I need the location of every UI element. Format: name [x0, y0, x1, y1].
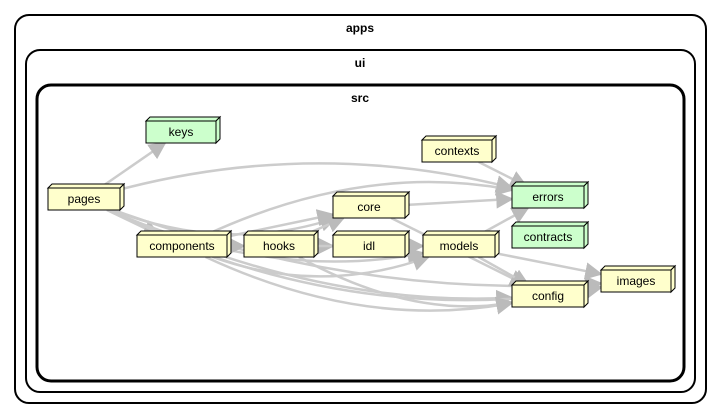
node-contexts-top-face [420, 135, 498, 141]
node-models-label: models [440, 239, 479, 253]
node-layer: keys contexts pages errors core components hoo… [46, 115, 677, 309]
node-core-side-face [404, 190, 410, 220]
node-pages[interactable]: pages [46, 182, 126, 212]
node-models-box [422, 234, 496, 258]
edge-components-to-core [226, 209, 335, 238]
node-models[interactable]: models [421, 229, 501, 259]
node-keys-top-face [144, 116, 222, 122]
node-errors[interactable]: errors [510, 180, 590, 210]
edge-components-to-errors [205, 178, 514, 237]
node-contracts-box [511, 225, 585, 249]
node-hooks-box [243, 234, 315, 258]
node-errors-label: errors [532, 190, 563, 204]
node-idl-top-face [331, 230, 411, 236]
node-keys[interactable]: keys [144, 115, 222, 145]
node-contexts-label: contexts [435, 144, 480, 158]
node-images-side-face [670, 264, 676, 294]
node-hooks-side-face [313, 229, 319, 259]
node-contexts[interactable]: contexts [420, 134, 498, 164]
node-contracts[interactable]: contracts [510, 220, 590, 250]
node-contracts-side-face [583, 220, 589, 250]
node-idl-side-face [404, 229, 410, 259]
node-components[interactable]: components [135, 229, 233, 259]
edge-components-to-config [205, 255, 514, 315]
edge-models-to-images [494, 251, 603, 280]
node-config-label: config [532, 289, 564, 303]
node-hooks-label: hooks [263, 239, 295, 253]
node-keys-label: keys [169, 125, 194, 139]
node-images-label: images [617, 274, 656, 288]
node-pages-side-face [119, 182, 125, 212]
node-hooks[interactable]: hooks [242, 229, 320, 259]
node-contexts-side-face [491, 134, 497, 164]
node-config-box [511, 284, 585, 308]
node-contexts-box [421, 139, 493, 163]
cluster-src-label: src [351, 91, 369, 105]
cluster-ui-label: ui [355, 56, 366, 70]
node-config[interactable]: config [510, 279, 590, 309]
node-contracts-label: contracts [524, 230, 573, 244]
node-errors-box [511, 185, 585, 209]
node-images-box [600, 269, 672, 293]
node-pages-top-face [46, 183, 126, 189]
node-core-label: core [357, 200, 381, 214]
node-images[interactable]: images [599, 264, 677, 294]
node-components-side-face [226, 229, 232, 259]
node-keys-box [145, 120, 217, 144]
node-models-top-face [421, 230, 501, 236]
node-keys-side-face [215, 115, 221, 145]
node-idl[interactable]: idl [331, 229, 411, 259]
edge-core-to-errors [404, 191, 514, 209]
node-components-top-face [135, 230, 233, 236]
node-core-box [332, 195, 406, 219]
node-pages-box [47, 187, 121, 211]
node-core[interactable]: core [331, 190, 411, 220]
cluster-apps-label: apps [346, 21, 374, 35]
node-idl-label: idl [363, 239, 375, 253]
node-contracts-top-face [510, 221, 590, 227]
node-errors-side-face [583, 180, 589, 210]
node-idl-box [332, 234, 406, 258]
node-core-top-face [331, 191, 411, 197]
node-hooks-top-face [242, 230, 320, 236]
node-models-side-face [494, 229, 500, 259]
node-config-top-face [510, 280, 590, 286]
node-errors-top-face [510, 181, 590, 187]
edge-hooks-to-config [298, 255, 514, 314]
node-pages-label: pages [68, 192, 101, 206]
edge-pages-to-errors [119, 162, 514, 193]
node-config-side-face [583, 279, 589, 309]
node-components-label: components [149, 239, 214, 253]
cluster-apps: apps [14, 14, 707, 404]
cluster-ui: ui [25, 49, 696, 393]
node-images-top-face [599, 265, 677, 271]
cluster-src: src [35, 83, 686, 383]
node-components-box [136, 234, 228, 258]
